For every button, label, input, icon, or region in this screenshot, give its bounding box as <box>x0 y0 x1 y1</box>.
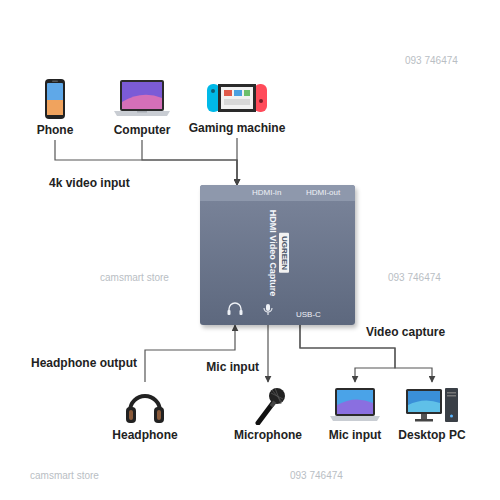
product-name: HDMI Video Capture <box>267 210 279 296</box>
phone-icon <box>42 78 68 120</box>
watermark: 093 746474 <box>405 55 458 67</box>
device-node: Desktop PC <box>395 385 469 442</box>
device-label: Mic input <box>329 428 382 442</box>
device-label: Microphone <box>234 428 302 442</box>
device-node: Mic input <box>325 385 385 442</box>
watermark: camsmart store <box>100 272 169 284</box>
port-label: HDMI-in <box>252 188 281 198</box>
device-label: Headphone <box>112 428 177 442</box>
rotated-label-group: UGREENHDMI Video Capture <box>267 210 289 296</box>
port-label: HDMI-out <box>306 188 340 198</box>
device-label: Gaming machine <box>189 121 286 135</box>
connector-label: Headphone output <box>30 356 138 370</box>
game-console-icon <box>205 78 269 118</box>
headphone-icon <box>123 385 167 425</box>
connector-label: 4k video input <box>48 176 131 190</box>
laptop-icon <box>328 385 382 425</box>
connector-label: Mic input <box>205 360 260 374</box>
device-node: Microphone <box>231 385 305 442</box>
device-node: Phone <box>34 78 77 137</box>
connector-line <box>142 140 237 185</box>
watermark: 093 746474 <box>388 272 441 284</box>
device-label: Desktop PC <box>398 428 465 442</box>
brand-label: UGREEN <box>279 233 289 273</box>
device-node: Computer <box>109 78 175 137</box>
capture-device: UGREENHDMI Video Capture HDMI-in HDMI-outU… <box>200 185 355 325</box>
microphone-icon <box>246 385 290 425</box>
computer-icon <box>112 78 172 120</box>
device-node: Gaming machine <box>186 78 289 135</box>
device-label: Computer <box>114 123 171 137</box>
device-node: Headphone <box>109 385 181 442</box>
connector-line <box>267 325 268 382</box>
port-label: USB-C <box>296 310 321 320</box>
watermark: camsmart store <box>30 470 99 482</box>
desktop-pc-icon <box>404 385 460 425</box>
device-label: Phone <box>37 123 74 137</box>
connector-line <box>236 138 237 185</box>
connector-label: Video capture <box>365 325 446 339</box>
watermark: 093 746474 <box>290 470 343 482</box>
